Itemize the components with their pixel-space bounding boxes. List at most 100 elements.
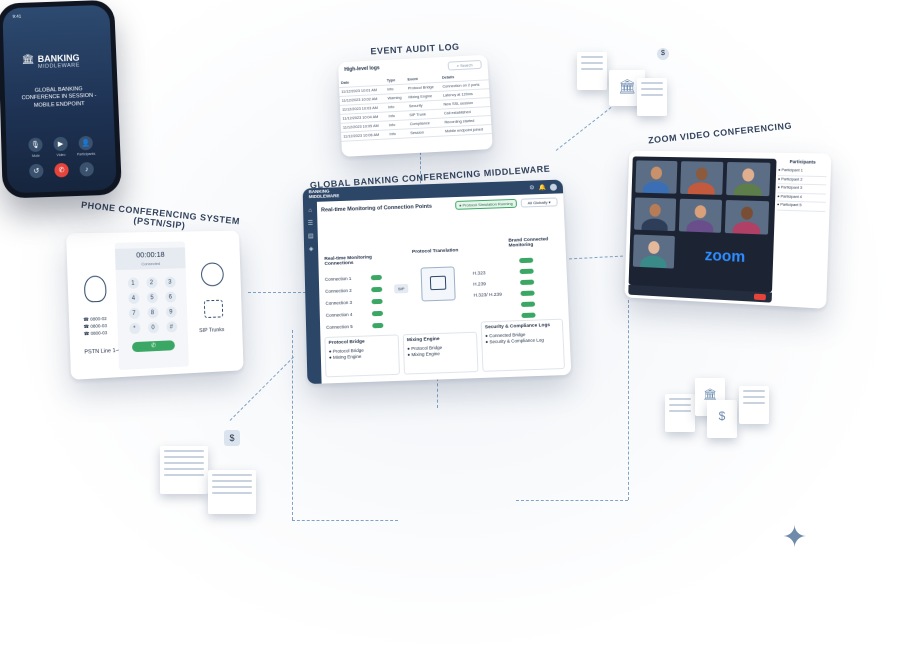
line-caption: PSTN Line 1-4 bbox=[84, 347, 121, 356]
chevron-down-icon: ▾ bbox=[548, 199, 551, 205]
brand-status-pill bbox=[519, 257, 534, 264]
home-icon[interactable]: ⌂ bbox=[308, 207, 313, 214]
end-call-button[interactable]: ✆ bbox=[54, 162, 69, 178]
table-cell: Session bbox=[408, 127, 444, 138]
participant-avatar bbox=[649, 203, 661, 217]
table-cell: Mobile endpoint joined bbox=[442, 124, 492, 137]
bridge-title: Protocol Bridge bbox=[328, 339, 365, 346]
bell-icon[interactable]: 🔔 bbox=[538, 184, 547, 191]
filter-select[interactable]: All Globally ▾ bbox=[520, 197, 558, 208]
docs-right: 🏛 $ bbox=[665, 370, 775, 450]
participant-list-item[interactable]: ● Participant 5 bbox=[776, 201, 826, 213]
dollar-icon: $ bbox=[224, 430, 240, 446]
mobile-control-label: Mute bbox=[31, 153, 40, 159]
video-tile bbox=[724, 200, 770, 235]
keypad-key[interactable]: * bbox=[128, 322, 140, 335]
keypad-key[interactable]: 5 bbox=[146, 291, 158, 304]
keypad-key[interactable]: 2 bbox=[145, 276, 157, 289]
sip-node: SIP bbox=[394, 283, 409, 294]
zoom-logo: zoom bbox=[704, 247, 746, 266]
connection-label: Connection 3 bbox=[325, 299, 353, 306]
keypad-key[interactable]: 3 bbox=[164, 276, 176, 288]
bank-icon: 🏛 bbox=[703, 389, 717, 401]
mobile-message: GLOBAL BANKING CONFERENCE IN SESSION - M… bbox=[21, 86, 97, 109]
globe-icon bbox=[200, 262, 225, 287]
status-badge: ● Protocol Simulation Running bbox=[454, 198, 517, 210]
trunk-caption: SIP Trunks bbox=[199, 327, 225, 335]
mobile-phone: 9:41 🏛 BANKING MIDDLEWARE GLOBAL BANKING… bbox=[0, 0, 123, 199]
connection-status-pill bbox=[371, 310, 384, 317]
brand-title: Brand Connected Monitoring bbox=[508, 237, 549, 249]
mobile-control-label: Video bbox=[56, 152, 66, 158]
server-icon bbox=[429, 275, 447, 291]
docs-left: $ bbox=[160, 430, 260, 520]
middleware-logo: BANKING MIDDLEWARE bbox=[308, 188, 340, 200]
mic-button[interactable]: ♪ bbox=[79, 161, 95, 177]
participants-panel: Participants ● Participant 1● Participan… bbox=[774, 159, 827, 304]
participant-avatar bbox=[648, 240, 660, 255]
table-cell: 11/12/2023 10:06 AM bbox=[341, 129, 388, 142]
dollar-icon: $ bbox=[718, 409, 726, 423]
protocol-label: H.323/ H.239 bbox=[473, 292, 502, 299]
keypad-key[interactable]: 8 bbox=[146, 306, 158, 319]
keypad-key[interactable]: 9 bbox=[165, 306, 177, 318]
middleware-dashboard: BANKING MIDDLEWARE ⚙ 🔔 ⌂ ☰ ▤ ◈ Real-time… bbox=[302, 179, 572, 385]
call-status: Connected bbox=[115, 260, 186, 271]
connector-mobile bbox=[437, 378, 438, 408]
connector-loop-left bbox=[292, 330, 293, 520]
keypad-key[interactable]: 4 bbox=[127, 292, 139, 305]
gear-icon[interactable]: ⚙ bbox=[529, 184, 535, 192]
middleware-sidebar: ⌂ ☰ ▤ ◈ bbox=[302, 201, 322, 385]
connector-loop-bottom-r bbox=[516, 500, 628, 501]
document-icon bbox=[739, 386, 769, 424]
docs-top: 🏛 $ bbox=[575, 48, 669, 118]
participant-body bbox=[641, 218, 668, 232]
zoom-panel: zoom Participants ● Participant 1● Parti… bbox=[624, 150, 832, 309]
mobile-logo-2: MIDDLEWARE bbox=[37, 62, 80, 70]
zoom-label: ZOOM VIDEO CONFERENCING bbox=[647, 120, 793, 146]
sparkle-icon: ✦ bbox=[782, 521, 808, 554]
participant-body bbox=[732, 221, 761, 235]
keypad-key[interactable]: 1 bbox=[127, 277, 139, 289]
protocol-engine bbox=[420, 266, 456, 302]
dollar-icon: $ bbox=[657, 48, 669, 60]
mixing-card: Mixing Engine ● Protocol Bridge● Mixing … bbox=[402, 331, 479, 375]
connection-label: Connection 5 bbox=[326, 323, 353, 330]
keypad-key[interactable]: # bbox=[165, 321, 177, 333]
dollar-document-icon: $ bbox=[707, 400, 737, 438]
keypad-key[interactable]: 0 bbox=[147, 321, 159, 334]
shield-icon[interactable]: ◈ bbox=[308, 246, 314, 253]
audit-header: High-level logs bbox=[344, 65, 380, 73]
video-tile bbox=[632, 234, 675, 269]
mobile-control-button[interactable]: ▶ bbox=[53, 136, 68, 152]
pstn-line: ☎ 0800-03 bbox=[83, 329, 108, 336]
call-button[interactable]: ✆ bbox=[131, 340, 176, 353]
brand-status-pill bbox=[520, 301, 536, 308]
connection-status-pill bbox=[371, 298, 383, 305]
mobile-screen: 9:41 🏛 BANKING MIDDLEWARE GLOBAL BANKING… bbox=[2, 4, 117, 194]
mobile-control-button[interactable]: 👤 bbox=[78, 135, 94, 151]
avatar[interactable] bbox=[549, 183, 558, 191]
protocol-label: H.239 bbox=[473, 282, 487, 288]
menu-icon[interactable]: ☰ bbox=[307, 220, 314, 227]
keypad-key[interactable]: 7 bbox=[128, 307, 140, 320]
audit-search[interactable]: ⌕ Search bbox=[447, 59, 482, 71]
end-meeting-button[interactable] bbox=[753, 293, 766, 301]
participant-avatar bbox=[694, 205, 707, 219]
protocol-title: Protocol Translation bbox=[411, 248, 459, 255]
mobile-control-button[interactable]: 🎙 bbox=[28, 137, 43, 153]
speaker-button[interactable]: ↺ bbox=[29, 163, 44, 179]
mixing-title: Mixing Engine bbox=[406, 337, 440, 344]
protocol-label: H.323 bbox=[472, 271, 486, 277]
connection-label: Connection 2 bbox=[325, 287, 352, 294]
chart-icon[interactable]: ▤ bbox=[307, 233, 314, 240]
section-title: Real-time Monitoring of Connection Point… bbox=[320, 203, 433, 214]
keypad-key[interactable]: 6 bbox=[164, 291, 176, 303]
mobile-control-label: Participants bbox=[76, 151, 96, 157]
video-grid: zoom bbox=[628, 156, 777, 293]
security-title: Security & Compliance Logs bbox=[484, 323, 551, 331]
